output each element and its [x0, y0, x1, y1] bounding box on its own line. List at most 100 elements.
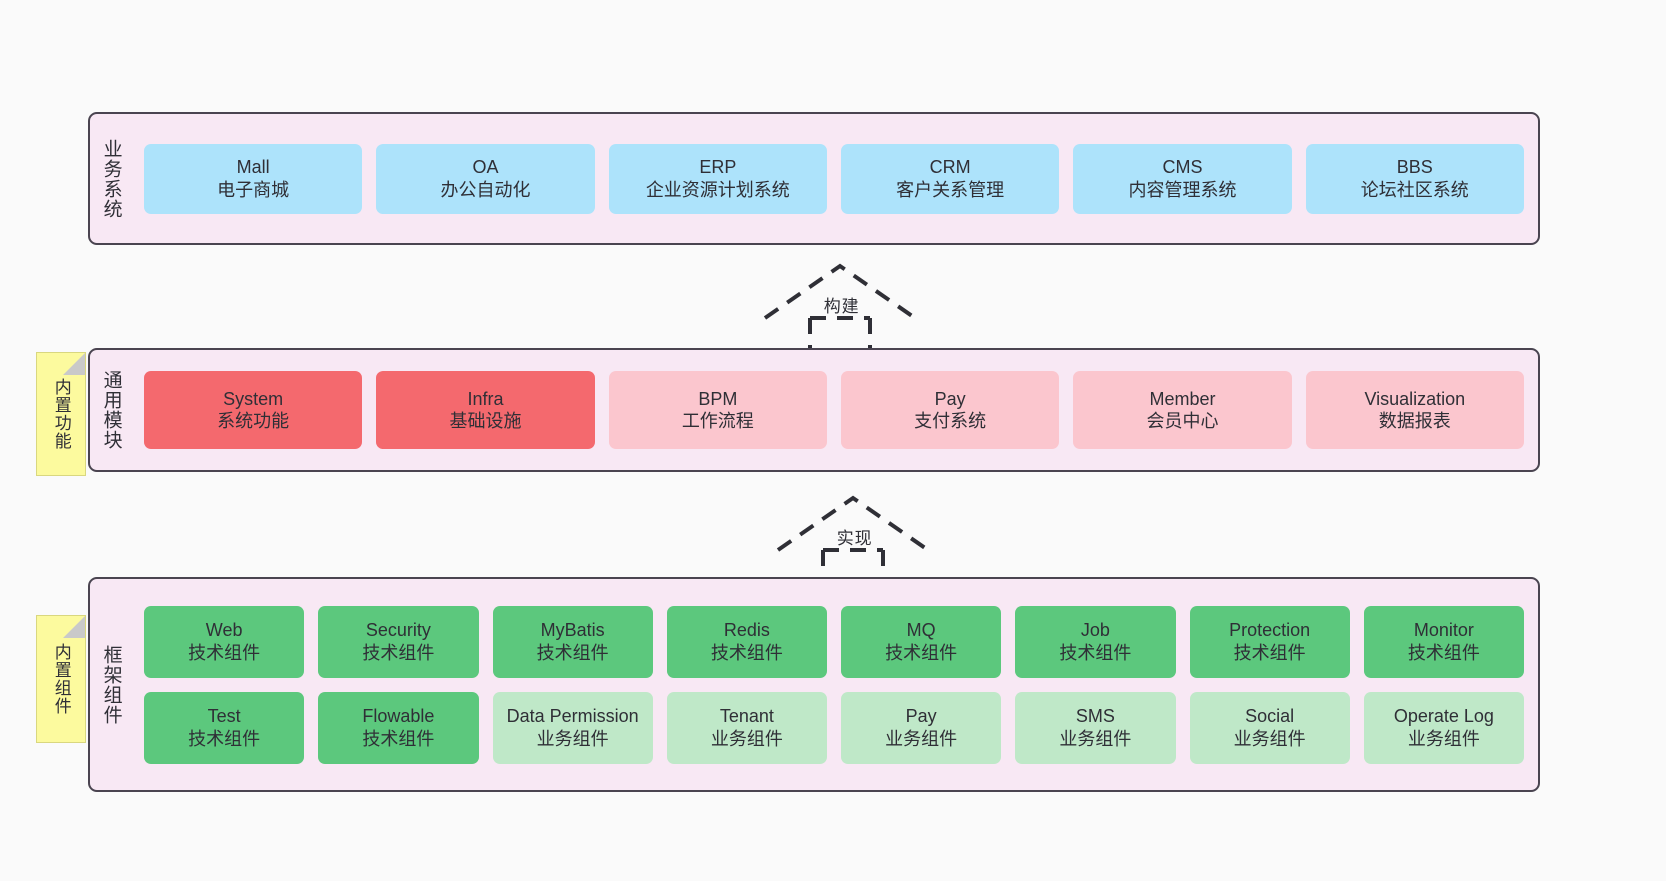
node-title-en: SMS [1075, 706, 1115, 727]
arrow-implement-label: 实现 [836, 529, 873, 548]
node-title-cn: 技术组件 [1233, 642, 1306, 663]
node-test[interactable]: Test 技术组件 [144, 691, 305, 764]
node-mq[interactable]: MQ 技术组件 [841, 605, 1002, 678]
note-builtin-components-label: 内置组件 [51, 643, 71, 715]
node-title-cn: 客户关系管理 [896, 179, 1005, 200]
layer-common-modules: 通用模块 System 系统功能 Infra 基础设施 BPM 工作流程 Pay… [88, 348, 1540, 472]
node-title-cn: 技术组件 [710, 642, 783, 663]
node-title-cn: 办公自动化 [440, 179, 531, 200]
node-crm[interactable]: CRM 客户关系管理 [840, 143, 1060, 214]
node-title-en: BPM [698, 388, 738, 409]
node-title-cn: 技术组件 [362, 642, 435, 663]
node-title-cn: 企业资源计划系统 [645, 179, 790, 200]
node-bbs[interactable]: BBS 论坛社区系统 [1305, 143, 1524, 214]
note-builtin-components: 内置组件 [36, 615, 86, 743]
note-builtin-features-label: 内置功能 [51, 378, 71, 450]
layer-title-framework-components: 框架组件 [100, 644, 122, 725]
node-monitor[interactable]: Monitor 技术组件 [1363, 605, 1524, 678]
node-mybatis[interactable]: MyBatis 技术组件 [492, 605, 653, 678]
node-title-en: BBS [1396, 157, 1433, 178]
node-title-cn: 工作流程 [681, 411, 754, 431]
note-builtin-features: 内置功能 [36, 352, 86, 476]
layer-row: System 系统功能 Infra 基础设施 BPM 工作流程 Pay 支付系统… [144, 371, 1524, 449]
node-title-cn: 技术组件 [1059, 642, 1132, 663]
arrow-build: 构建 [755, 258, 925, 358]
node-title-en: Test [207, 706, 241, 727]
node-member[interactable]: Member 会员中心 [1073, 371, 1292, 449]
node-sms[interactable]: SMS 业务组件 [1015, 691, 1176, 764]
node-title-en: ERP [699, 157, 737, 178]
node-title-en: Job [1080, 620, 1110, 641]
node-title-cn: 支付系统 [914, 411, 987, 431]
node-title-en: MyBatis [540, 620, 605, 641]
node-security[interactable]: Security 技术组件 [318, 605, 479, 678]
node-title-en: Member [1149, 388, 1216, 409]
node-title-cn: 技术组件 [362, 728, 435, 749]
node-title-en: Pay [934, 388, 966, 409]
node-visualization[interactable]: Visualization 数据报表 [1305, 371, 1524, 449]
layer-row: Mall 电子商城 OA 办公自动化 ERP 企业资源计划系统 CRM 客户关系… [144, 143, 1524, 214]
layer-title-business-systems: 业务系统 [100, 138, 122, 219]
layer-body-business-systems: Mall 电子商城 OA 办公自动化 ERP 企业资源计划系统 CRM 客户关系… [132, 114, 1538, 243]
layer-row: Test 技术组件 Flowable 技术组件 Data Permission … [144, 691, 1524, 764]
node-title-en: MQ [906, 620, 936, 641]
node-title-en: Monitor [1413, 620, 1474, 641]
node-title-cn: 数据报表 [1378, 411, 1451, 431]
node-title-cn: 业务组件 [710, 728, 783, 749]
node-operate-log[interactable]: Operate Log 业务组件 [1363, 691, 1524, 764]
node-title-cn: 业务组件 [536, 728, 609, 749]
node-title-cn: 技术组件 [188, 728, 261, 749]
node-flowable[interactable]: Flowable 技术组件 [318, 691, 479, 764]
node-title-cn: 电子商城 [217, 179, 290, 200]
node-title-en: Mall [236, 157, 270, 178]
node-title-cn: 内容管理系统 [1128, 179, 1237, 200]
node-title-en: Data Permission [506, 706, 639, 727]
node-title-cn: 系统功能 [217, 411, 290, 431]
node-pay[interactable]: Pay 支付系统 [840, 371, 1060, 449]
node-job[interactable]: Job 技术组件 [1015, 605, 1176, 678]
node-title-cn: 会员中心 [1146, 411, 1219, 431]
layer-body-common-modules: System 系统功能 Infra 基础设施 BPM 工作流程 Pay 支付系统… [132, 350, 1538, 470]
node-data-permission[interactable]: Data Permission 业务组件 [492, 691, 653, 764]
node-title-cn: 业务组件 [1059, 728, 1132, 749]
node-title-en: CMS [1162, 157, 1203, 178]
node-title-en: CRM [929, 157, 971, 178]
node-erp[interactable]: ERP 企业资源计划系统 [608, 143, 827, 214]
layer-framework-components: 框架组件 Web 技术组件 Security 技术组件 MyBatis 技术组件… [88, 577, 1540, 792]
node-title-en: Operate Log [1393, 706, 1494, 727]
node-title-en: Protection [1229, 620, 1311, 641]
node-title-en: Visualization [1364, 388, 1466, 409]
node-title-en: Social [1245, 706, 1295, 727]
node-system[interactable]: System 系统功能 [144, 371, 363, 449]
node-title-cn: 技术组件 [188, 642, 261, 663]
layer-title-common-modules: 通用模块 [100, 370, 122, 450]
node-title-en: Flowable [362, 706, 435, 727]
node-title-en: OA [472, 157, 499, 178]
node-title-en: Web [205, 620, 243, 641]
node-title-cn: 技术组件 [536, 642, 609, 663]
node-title-cn: 基础设施 [449, 411, 522, 431]
node-web[interactable]: Web 技术组件 [144, 605, 305, 678]
arrow-build-label: 构建 [823, 297, 860, 316]
node-title-cn: 业务组件 [1407, 728, 1480, 749]
layer-row: Web 技术组件 Security 技术组件 MyBatis 技术组件 Redi… [144, 605, 1524, 678]
node-pay-component[interactable]: Pay 业务组件 [841, 691, 1002, 764]
node-mall[interactable]: Mall 电子商城 [144, 143, 363, 214]
node-title-cn: 业务组件 [885, 728, 958, 749]
node-infra[interactable]: Infra 基础设施 [376, 371, 595, 449]
node-protection[interactable]: Protection 技术组件 [1189, 605, 1350, 678]
node-tenant[interactable]: Tenant 业务组件 [666, 691, 827, 764]
arrow-implement: 实现 [768, 490, 938, 590]
node-title-en: Security [365, 620, 431, 641]
node-title-cn: 技术组件 [885, 642, 958, 663]
layer-body-framework-components: Web 技术组件 Security 技术组件 MyBatis 技术组件 Redi… [132, 579, 1538, 790]
node-redis[interactable]: Redis 技术组件 [666, 605, 827, 678]
node-social[interactable]: Social 业务组件 [1189, 691, 1350, 764]
node-oa[interactable]: OA 办公自动化 [376, 143, 595, 214]
layer-business-systems: 业务系统 Mall 电子商城 OA 办公自动化 ERP 企业资源计划系统 CRM… [88, 112, 1540, 245]
node-cms[interactable]: CMS 内容管理系统 [1073, 143, 1292, 214]
node-title-en: Infra [467, 388, 504, 409]
node-title-cn: 业务组件 [1233, 728, 1306, 749]
node-title-cn: 技术组件 [1407, 642, 1480, 663]
node-bpm[interactable]: BPM 工作流程 [608, 371, 827, 449]
